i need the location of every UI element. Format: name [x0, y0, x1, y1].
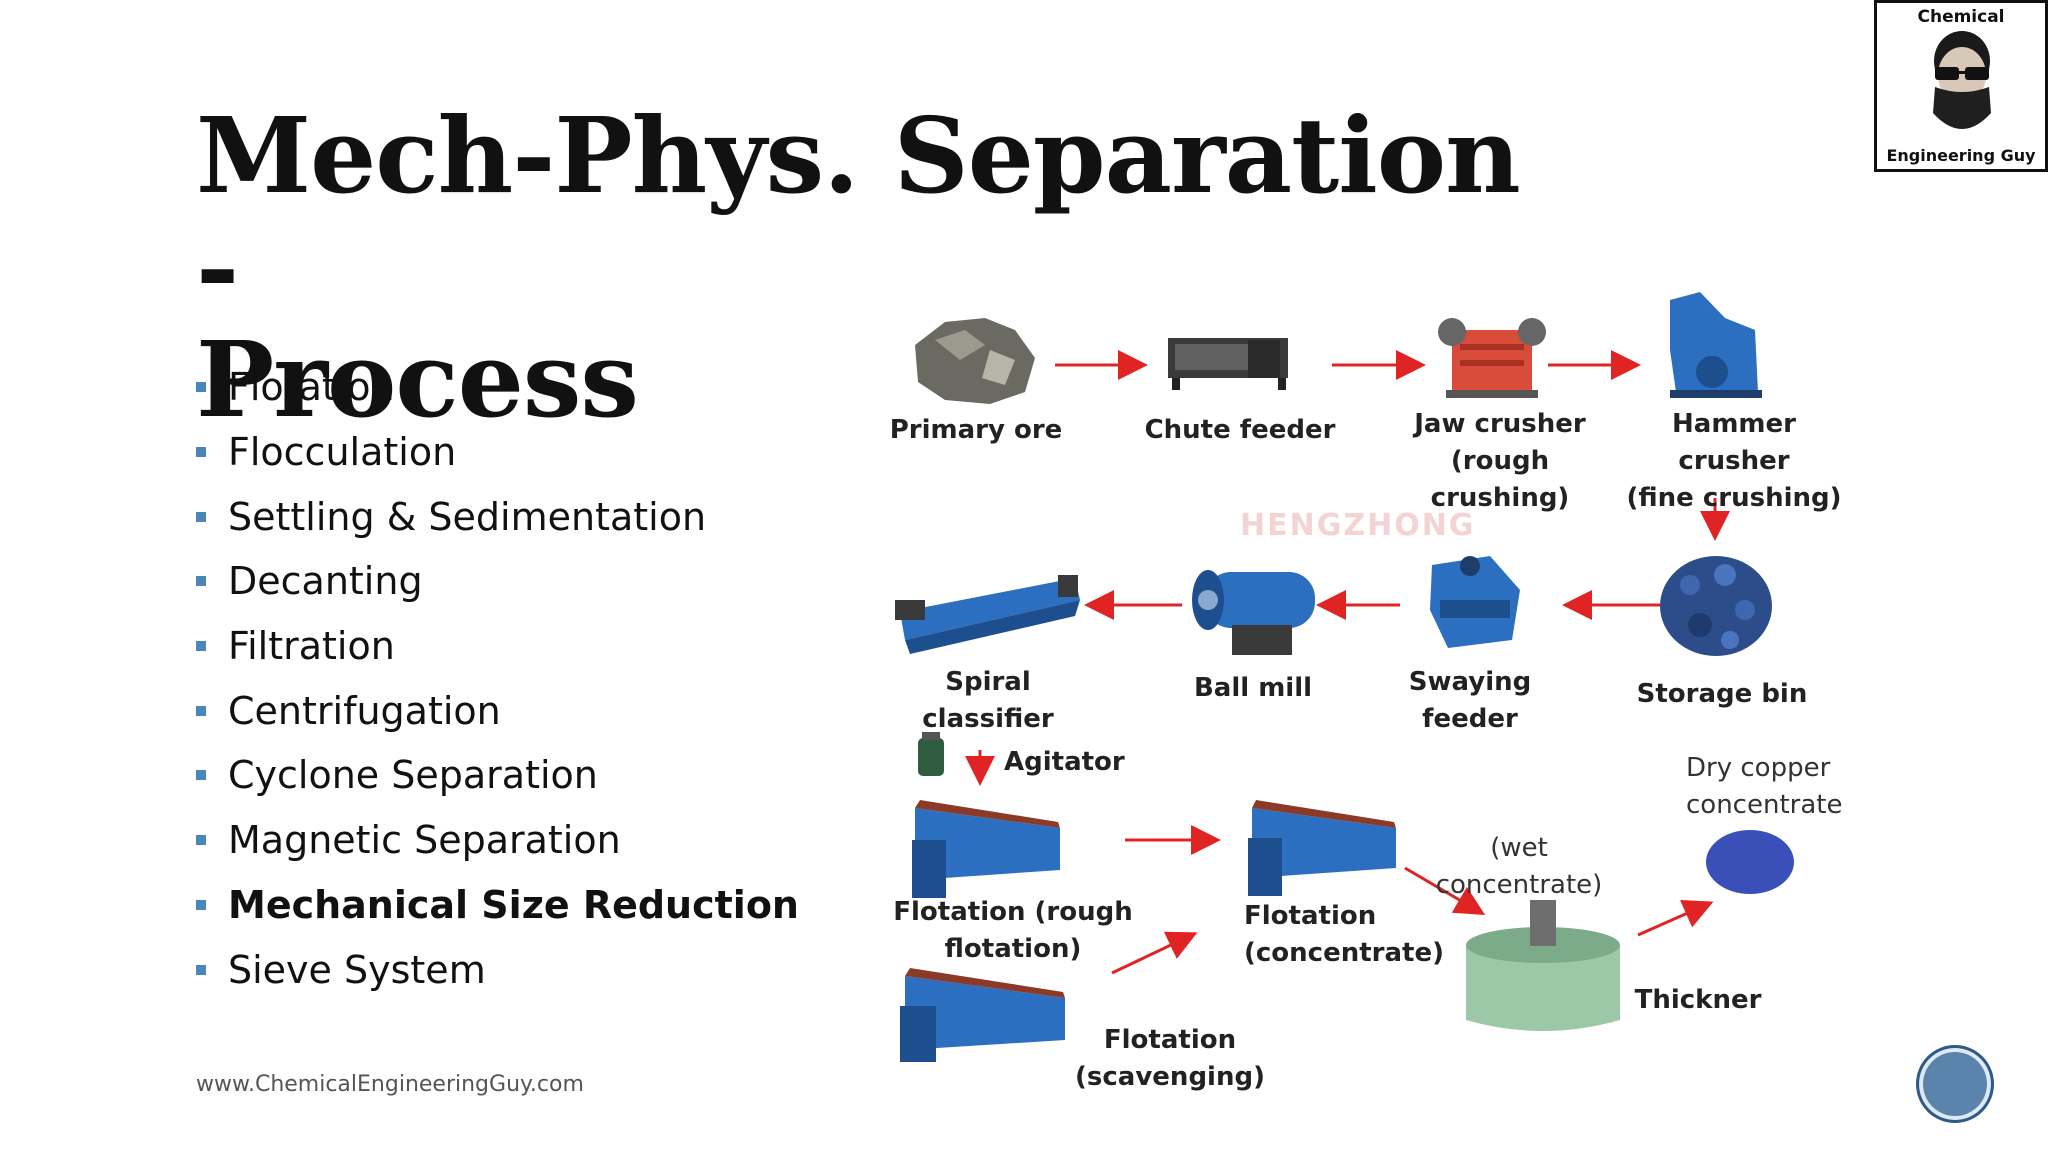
bullet-text: Mechanical Size Reduction [228, 882, 799, 927]
bullet-square-icon [196, 576, 206, 587]
flotation-rough-image [912, 800, 1060, 898]
footer-url[interactable]: www.ChemicalEngineeringGuy.com [196, 1072, 584, 1097]
bullet-square-icon [196, 641, 206, 652]
label-jaw-crusher: Jaw crusher (rough crushing) [1414, 409, 1586, 513]
bullet-text: Magnetic Separation [228, 818, 621, 863]
flotation-scavenging-image [900, 968, 1065, 1062]
label-flotation-rough: Flotation (rough flotation) [893, 897, 1133, 964]
bullet-square-icon [196, 835, 206, 846]
channel-logo: Chemical Engineering Guy [1874, 0, 2048, 172]
storage-bin-image [1660, 556, 1772, 656]
bullet-square-icon [196, 964, 206, 975]
bullet-item: Flotation [196, 355, 799, 420]
label-ball-mill: Ball mill [1193, 673, 1313, 703]
label-hammer-crusher: Hammer crusher (fine crushing) [1626, 409, 1842, 513]
bullet-square-icon [196, 382, 206, 393]
bullet-text: Centrifugation [228, 688, 501, 733]
bullet-square-icon [196, 705, 206, 716]
bullet-square-icon [196, 447, 206, 458]
bullet-text: Flocculation [228, 430, 457, 475]
bullet-text: Sieve System [228, 947, 486, 992]
label-primary-ore: Primary ore [889, 415, 1063, 445]
bullet-item: Filtration [196, 614, 799, 679]
jaw-crusher-image [1438, 318, 1546, 398]
bullet-item-emphasized: Mechanical Size Reduction [196, 873, 799, 938]
label-wet-concentrate: (wet concentrate) [1435, 833, 1603, 900]
label-flotation-scavenging: Flotation (scavenging) [1075, 1025, 1265, 1092]
title-line-1: Mech-Phys. Separation - [196, 94, 1521, 329]
slide-nav-button[interactable] [1916, 1045, 1994, 1123]
bearded-man-icon [1933, 31, 1991, 129]
dry-copper-concentrate-image [1706, 830, 1794, 894]
bullet-text: Filtration [228, 624, 395, 669]
bullet-item: Centrifugation [196, 678, 799, 743]
spiral-classifier-image [895, 575, 1080, 654]
slide-title: Mech-Phys. Separation - Process [196, 100, 1536, 436]
bullet-item: Cyclone Separation [196, 743, 799, 808]
bullet-square-icon [196, 899, 206, 910]
label-spiral-classifier: Spiral classifier [922, 667, 1054, 734]
hammer-crusher-image [1670, 292, 1762, 398]
bullet-square-icon [196, 770, 206, 781]
swaying-feeder-image [1430, 556, 1520, 648]
label-dry-copper-concentrate: Dry copper concentrate [1686, 753, 1843, 820]
thickner-image [1466, 900, 1620, 1031]
bullet-item: Sieve System [196, 937, 799, 1002]
bullet-list: Flotation Flocculation Settling & Sedime… [196, 355, 799, 1002]
logo-bottom-text: Engineering Guy [1886, 146, 2036, 165]
flotation-concentrate-image [1248, 800, 1396, 896]
bullet-item: Settling & Sedimentation [196, 484, 799, 549]
bullet-square-icon [196, 511, 206, 522]
bullet-text: Settling & Sedimentation [228, 494, 707, 539]
logo-top-text: Chemical [1917, 7, 2005, 27]
chute-feeder-image [1168, 338, 1288, 390]
label-swaying-feeder: Swaying feeder [1408, 667, 1532, 734]
title-line-2: Process [196, 318, 639, 441]
bullet-item: Flocculation [196, 420, 799, 485]
arrow-scavenging-to-concentrate [1111, 931, 1198, 975]
label-chute-feeder: Chute feeder [1144, 415, 1336, 445]
ball-mill-image [1192, 570, 1315, 655]
bullet-item: Decanting [196, 549, 799, 614]
arrow-concentrate-to-thickner [1404, 866, 1486, 916]
label-agitator: Agitator [1004, 747, 1125, 777]
bullet-text: Flotation [228, 365, 395, 410]
bullet-item: Magnetic Separation [196, 808, 799, 873]
bullet-text: Cyclone Separation [228, 753, 598, 798]
primary-ore-image [915, 318, 1035, 404]
bullet-text: Decanting [228, 559, 423, 604]
watermark: HENGZHONG [1240, 508, 1476, 543]
flow-arrows [965, 350, 1730, 975]
arrow-thickner-to-dry [1637, 900, 1714, 937]
label-flotation-concentrate: Flotation (concentrate) [1244, 901, 1444, 968]
agitator-image [918, 732, 944, 776]
label-thickner: Thickner [1634, 985, 1762, 1015]
label-storage-bin: Storage bin [1636, 679, 1808, 709]
